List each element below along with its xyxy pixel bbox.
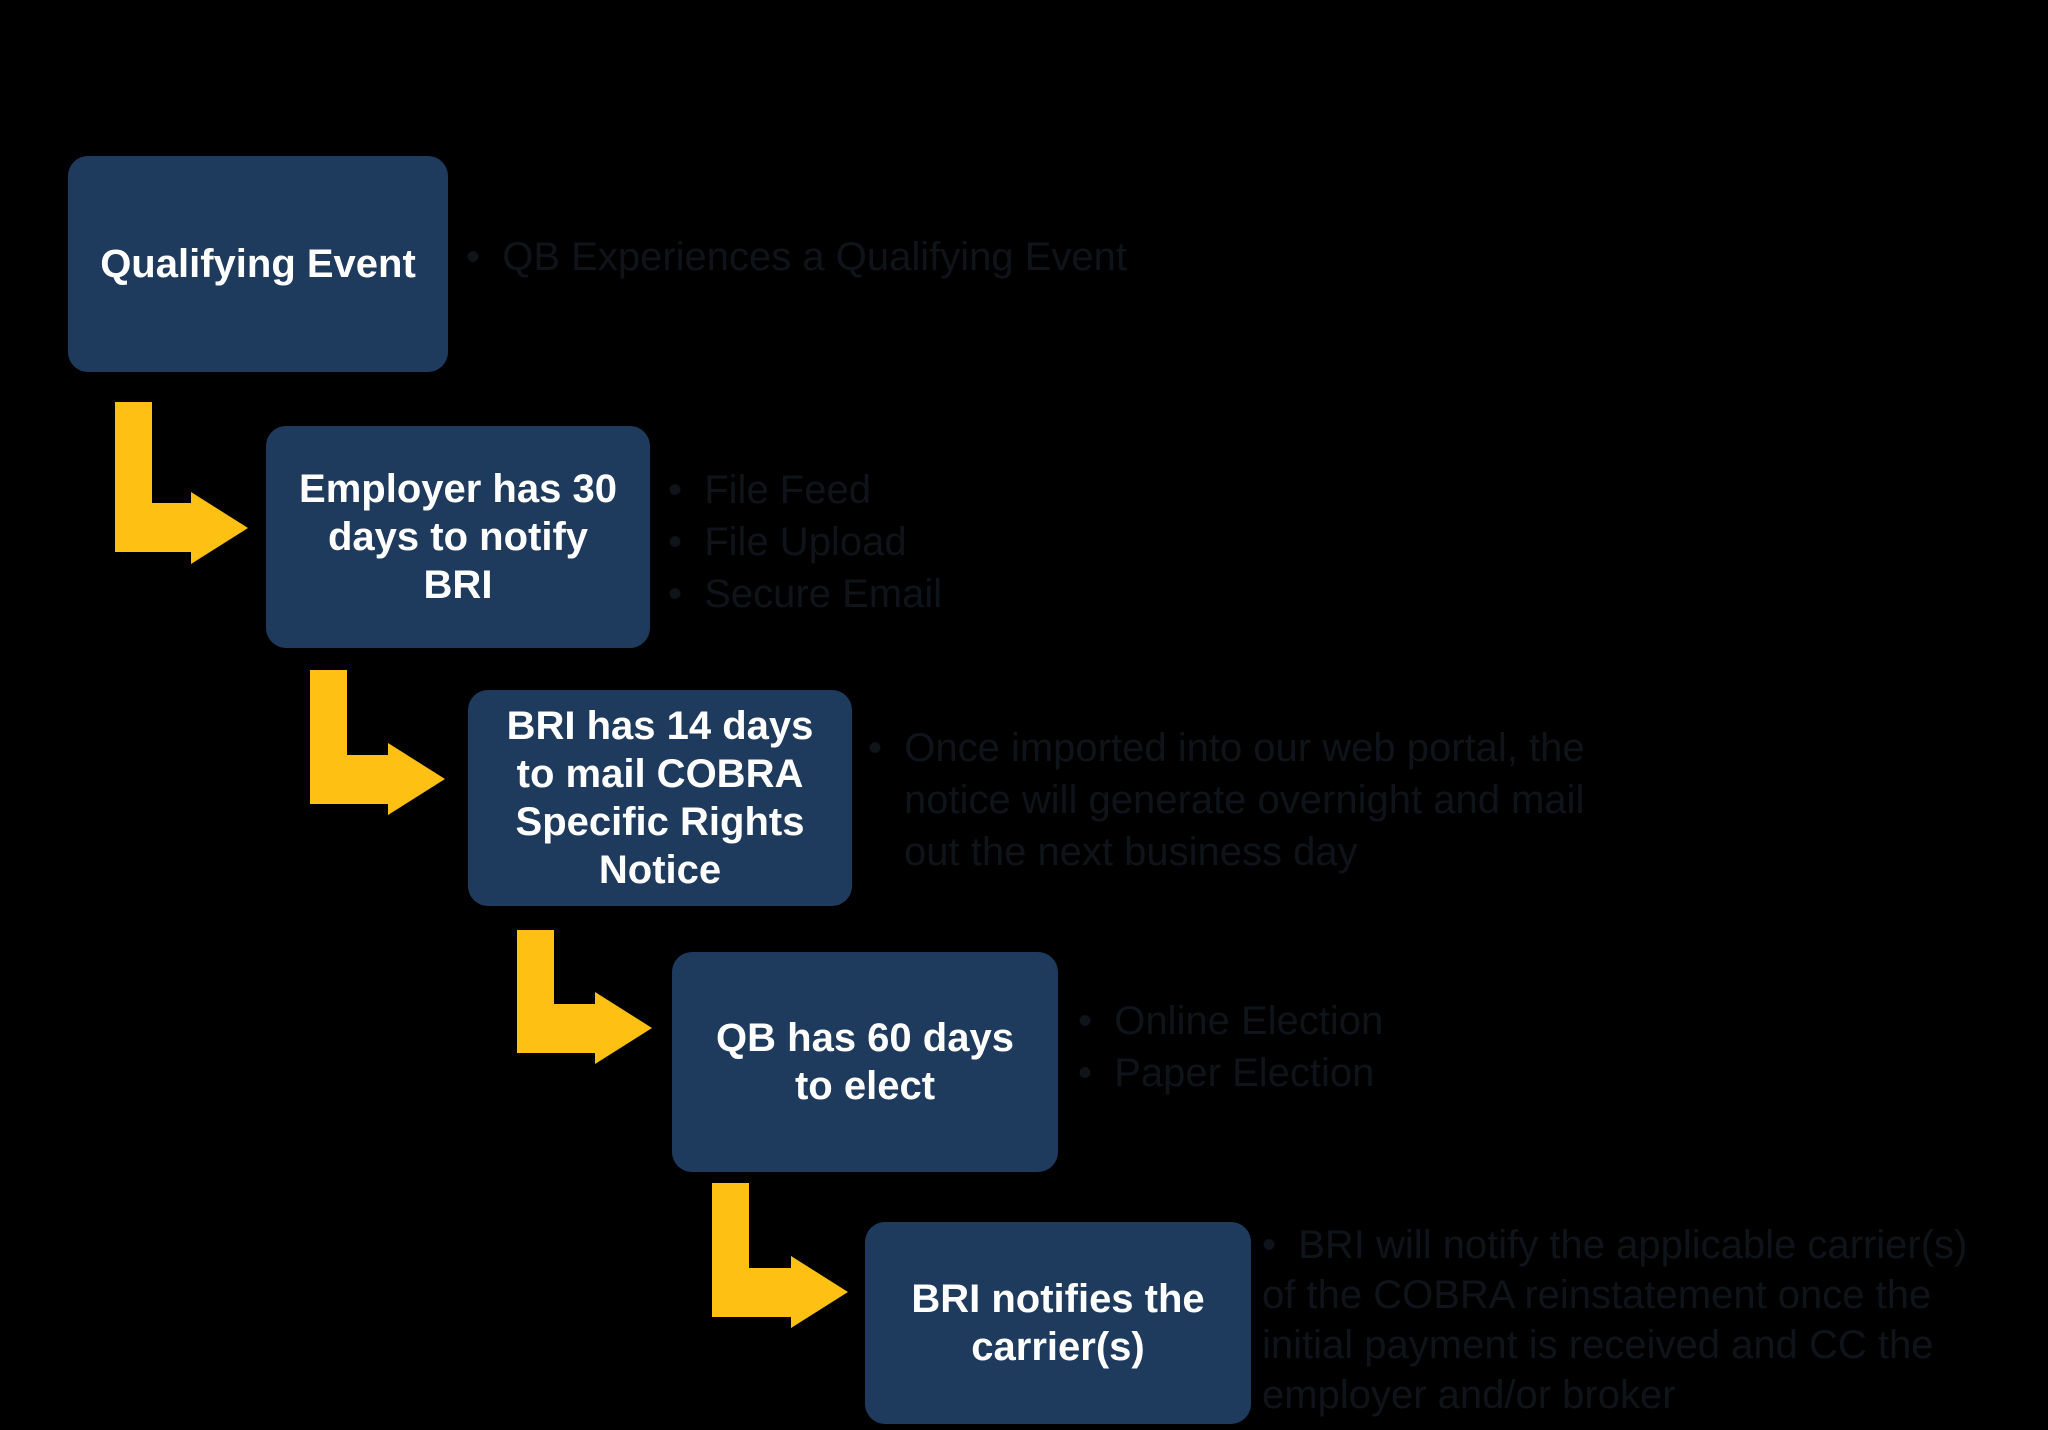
flow-arrow-4-arrowhead-icon: [791, 1256, 848, 1328]
step-box-qb-elect: QB has 60 days to elect: [672, 952, 1058, 1172]
note-item: File Upload: [668, 516, 942, 568]
step-notes-qualifying-event: QB Experiences a Qualifying Event: [466, 231, 1127, 283]
flow-arrow-1-horizontal-bar: [115, 503, 191, 552]
flow-arrow-3-arrowhead-icon: [595, 992, 652, 1064]
note-item: Once imported into our web portal, the n…: [868, 722, 1608, 878]
note-item: File Feed: [668, 464, 942, 516]
step-notes-qb-elect: Online Election Paper Election: [1078, 995, 1383, 1099]
flow-arrow-4-horizontal-bar: [712, 1268, 791, 1317]
note-item: BRI will notify the applicable carrier(s…: [1262, 1220, 1992, 1420]
note-item: QB Experiences a Qualifying Event: [466, 231, 1127, 283]
flow-arrow-1-arrowhead-icon: [191, 492, 248, 564]
step-notes-bri-mail-notice: Once imported into our web portal, the n…: [868, 722, 1608, 878]
step-notes-employer-notify: File Feed File Upload Secure Email: [668, 464, 942, 620]
note-item: Paper Election: [1078, 1047, 1383, 1099]
step-notes-bri-notifies-carriers: BRI will notify the applicable carrier(s…: [1262, 1220, 1992, 1420]
step-box-label: QB has 60 days to elect: [716, 1016, 1014, 1108]
flow-arrow-2-arrowhead-icon: [388, 743, 445, 815]
note-item: Secure Email: [668, 568, 942, 620]
step-box-label: Employer has 30 days to notify BRI: [299, 467, 617, 607]
step-box-label: BRI has 14 days to mail COBRA Specific R…: [506, 704, 814, 892]
step-box-bri-mail-notice: BRI has 14 days to mail COBRA Specific R…: [468, 690, 852, 906]
step-box-label: Qualifying Event: [100, 242, 416, 286]
flow-arrow-2-horizontal-bar: [310, 755, 388, 804]
step-box-employer-notify: Employer has 30 days to notify BRI: [266, 426, 650, 648]
note-item: Online Election: [1078, 995, 1383, 1047]
flow-arrow-3-horizontal-bar: [517, 1004, 595, 1053]
step-box-qualifying-event: Qualifying Event: [68, 156, 448, 372]
step-box-bri-notifies-carriers: BRI notifies the carrier(s): [865, 1222, 1251, 1424]
step-box-label: BRI notifies the carrier(s): [911, 1277, 1205, 1369]
